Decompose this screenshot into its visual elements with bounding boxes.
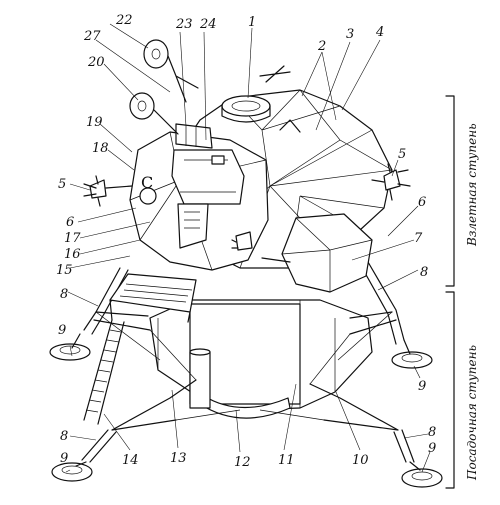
- label-17: 17: [64, 231, 81, 246]
- label-4: 4: [375, 25, 384, 40]
- label-10: 10: [352, 453, 369, 468]
- ascent-stage: C: [83, 39, 411, 293]
- label-6-left: 6: [66, 215, 74, 230]
- label-9-front-left: 9: [58, 323, 66, 338]
- leader-lines: [65, 23, 431, 473]
- label-11: 11: [278, 453, 295, 468]
- ladder: [83, 319, 125, 425]
- label-14: 14: [122, 453, 139, 468]
- descent-stage-label: Посадочная ступень: [465, 345, 479, 481]
- label-27: 27: [83, 29, 101, 44]
- label-19: 19: [86, 115, 103, 130]
- label-20: 20: [87, 55, 105, 70]
- label-8-front-left: 8: [60, 287, 68, 302]
- stage-brackets: Взлетная ступень Посадочная ступень: [445, 95, 479, 489]
- footpad-back-right: [401, 468, 443, 488]
- footpad-front-right: [391, 351, 433, 369]
- steerable-antenna: [143, 39, 199, 103]
- vhf-antenna: [129, 92, 179, 135]
- label-8-front-right: 8: [420, 265, 428, 280]
- label-3: 3: [346, 27, 354, 42]
- rcs-thruster-left: [83, 175, 133, 207]
- label-18: 18: [92, 141, 109, 156]
- rcs-thruster-right: [371, 163, 411, 201]
- label-9-back-right: 9: [428, 441, 436, 456]
- footpad-front-left: [49, 343, 91, 361]
- ascent-tank-right: [281, 213, 373, 293]
- label-9-front-right: 9: [418, 379, 426, 394]
- rcs-thruster-front: [231, 231, 253, 251]
- docking-hatch: [221, 95, 271, 117]
- label-2: 2: [317, 39, 326, 54]
- label-8-back-right: 8: [428, 425, 436, 440]
- label-6-right: 6: [418, 195, 426, 210]
- forward-hatch: [177, 203, 209, 249]
- label-22: 22: [115, 13, 133, 28]
- label-24: 24: [199, 17, 217, 32]
- descent-stage: [49, 261, 443, 488]
- label-1: 1: [248, 15, 256, 30]
- label-5-right: 5: [398, 147, 406, 162]
- label-16: 16: [64, 247, 81, 262]
- label-23: 23: [175, 17, 193, 32]
- label-7: 7: [414, 231, 423, 246]
- hatch-circle: [139, 187, 157, 205]
- footpads: [49, 333, 443, 488]
- hatch-marking: C: [141, 173, 153, 192]
- label-8-back-left: 8: [60, 429, 68, 444]
- label-5-left: 5: [58, 177, 66, 192]
- label-12: 12: [234, 455, 251, 470]
- label-13: 13: [170, 451, 187, 466]
- label-9-back-left: 9: [60, 451, 68, 466]
- ascent-stage-label: Взлетная ступень: [465, 123, 479, 247]
- cabin-window: [171, 149, 245, 205]
- landing-legs: [81, 261, 415, 463]
- descent-tank: [189, 351, 211, 409]
- footpad-back-left: [51, 462, 93, 482]
- part-labels: 1 2 3 4 5 5 6 6 7 8 8 8 8 9 9 9 9 10 11 …: [56, 13, 436, 470]
- label-15: 15: [56, 263, 73, 278]
